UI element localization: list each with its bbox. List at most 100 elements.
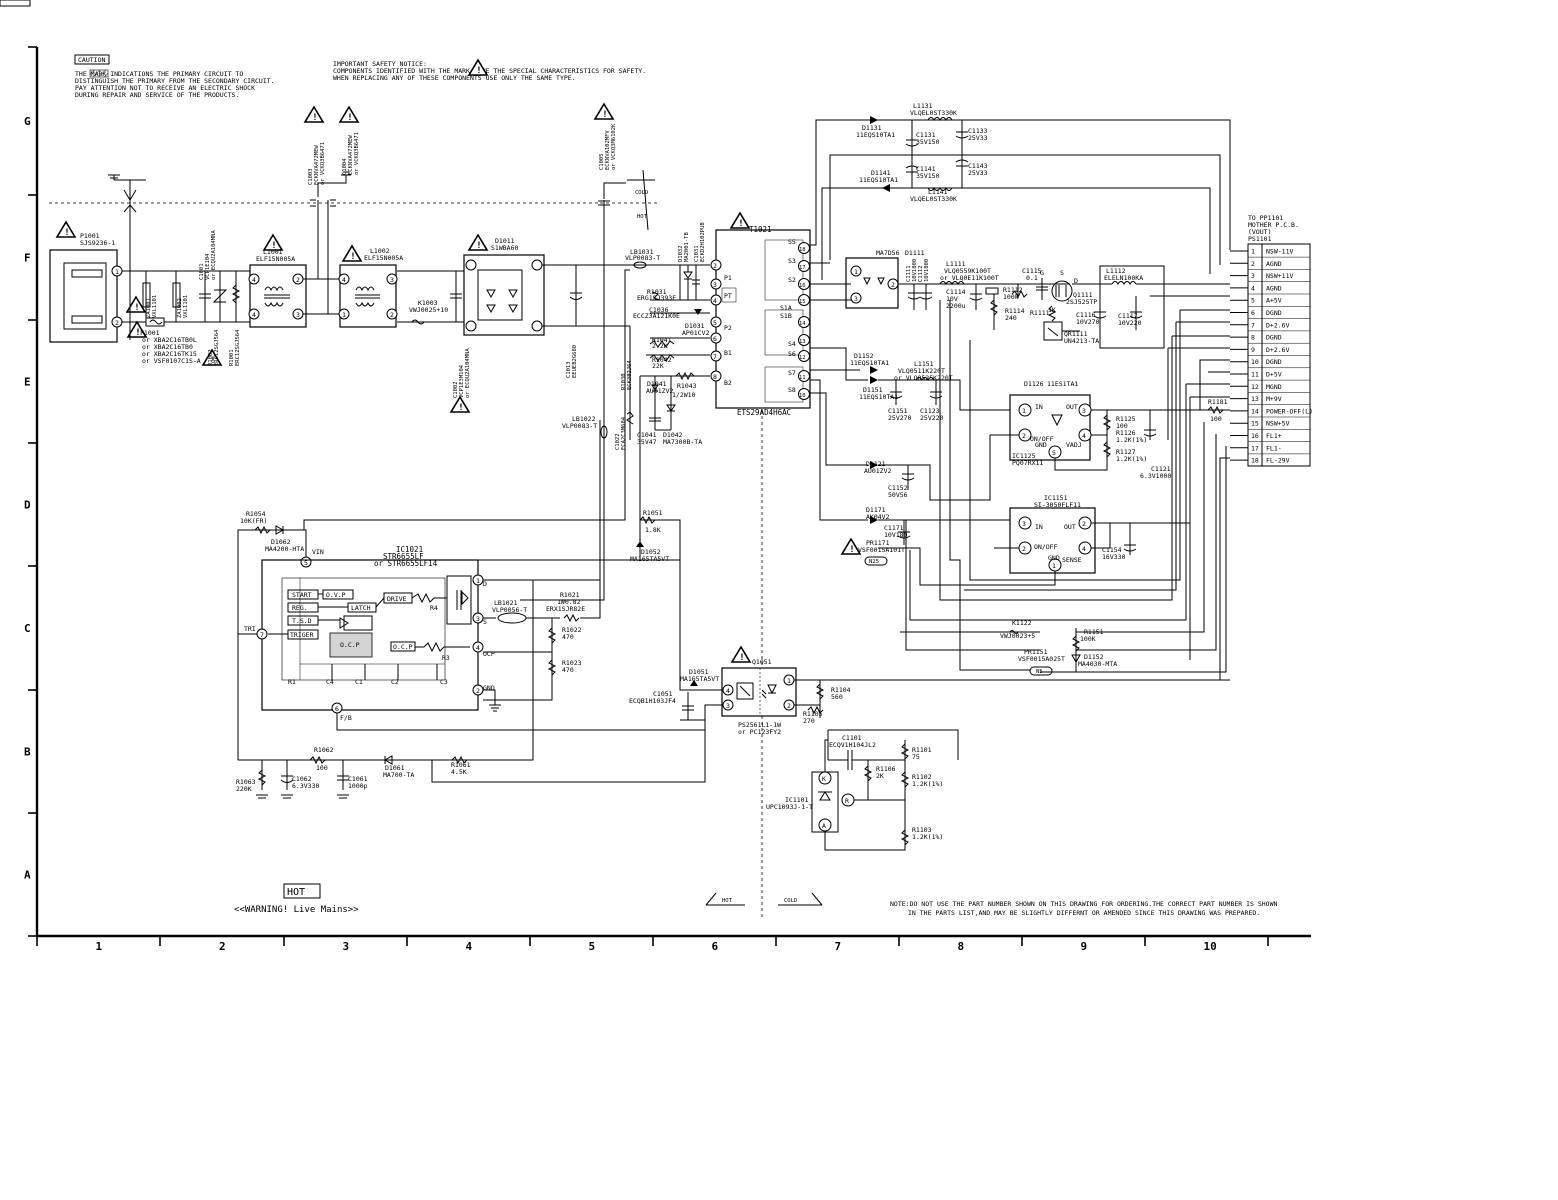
svg-text:MA4030-MTA: MA4030-MTA: [1078, 660, 1117, 668]
svg-text:S7: S7: [788, 369, 796, 377]
svg-text:L1151: L1151: [914, 360, 934, 368]
t1021-type: ETS29AD4H6AC: [737, 408, 791, 417]
svg-text:1: 1: [476, 577, 480, 585]
svg-text:1: 1: [115, 268, 119, 276]
warning-text: <<WARNING! Live Mains>>: [234, 905, 359, 915]
svg-text:PS2561L1-1W: PS2561L1-1W: [738, 721, 781, 729]
warning-box-text: HOT: [287, 887, 305, 898]
svg-text:R1023: R1023: [562, 659, 582, 667]
svg-text:25V33: 25V33: [968, 134, 988, 142]
svg-text:G: G: [1040, 269, 1044, 277]
svg-text:IC1151: IC1151: [1044, 494, 1068, 502]
connector-pin-number: 2: [1251, 260, 1255, 268]
svg-text:C1031: C1031: [694, 245, 700, 262]
svg-text:25V220: 25V220: [920, 414, 944, 422]
svg-text:VCP1E104: VCP1E104: [205, 253, 211, 280]
svg-text:1.2K(1%): 1.2K(1%): [1116, 455, 1147, 463]
svg-text:11EQS10TA1: 11EQS10TA1: [859, 176, 898, 184]
row-label: C: [24, 622, 31, 635]
svg-text:Q1051: Q1051: [752, 658, 772, 666]
svg-text:6.3V330: 6.3V330: [292, 782, 319, 790]
svg-text:MA7D56: MA7D56: [876, 249, 900, 257]
svg-text:S: S: [1060, 269, 1064, 277]
svg-text:R1114: R1114: [1005, 307, 1025, 315]
column-ticks: [36, 936, 1269, 946]
transformer-pin: [710, 278, 722, 290]
svg-text:C1117: C1117: [1118, 312, 1138, 320]
p1001-type: SJS9236-1: [80, 239, 115, 247]
svg-text:S3: S3: [788, 257, 796, 265]
svg-text:R1105: R1105: [803, 710, 823, 718]
svg-text:ECKD2H102PUB: ECKD2H102PUB: [700, 222, 706, 262]
svg-text:10V270: 10V270: [1076, 318, 1100, 326]
svg-text:R1042: R1042: [652, 356, 672, 364]
svg-text:ECKNVA102MFV: ECKNVA102MFV: [605, 130, 611, 170]
row-label: F: [24, 252, 31, 265]
transformer-pin: [798, 334, 810, 346]
svg-text:L1112: L1112: [1106, 267, 1126, 275]
svg-text:C1111: C1111: [906, 265, 912, 282]
svg-text:R1104: R1104: [831, 686, 851, 694]
transformer-pin-number: 15: [799, 299, 806, 305]
svg-text:C1003: C1003: [308, 168, 314, 185]
connector-pin-name: AGND: [1266, 284, 1282, 292]
svg-text:VADJ: VADJ: [1066, 441, 1082, 449]
svg-text:C4: C4: [326, 678, 334, 686]
connector-pin-number: 7: [1251, 321, 1255, 329]
svg-text:S8: S8: [788, 386, 796, 394]
svg-text:ELF15N005A: ELF15N005A: [256, 255, 295, 263]
svg-text:R1001: R1001: [229, 349, 235, 366]
svg-text:R1061: R1061: [451, 761, 471, 769]
connector-pin-number: 16: [1251, 432, 1259, 440]
row-label: E: [24, 376, 31, 389]
note-line-2: IN THE PARTS LIST,AND MAY BE SLIGHTLY DI…: [908, 909, 1260, 917]
caution-heading: CAUTION: [78, 56, 105, 64]
svg-text:TRIGER: TRIGER: [290, 631, 314, 639]
svg-text:C1114: C1114: [946, 288, 966, 296]
svg-text:R1054: R1054: [246, 510, 266, 518]
svg-text:TO PP1101: TO PP1101: [1248, 214, 1283, 222]
svg-text:L1111: L1111: [946, 260, 966, 268]
svg-text:100: 100: [1116, 422, 1128, 430]
svg-text:6.3V1000: 6.3V1000: [1140, 472, 1171, 480]
transformer-pin-number: 5: [713, 319, 717, 327]
svg-text:or VCKQ3M6102K: or VCKQ3M6102K: [611, 123, 617, 170]
column-label: 2: [219, 940, 226, 953]
connector-pin-number: 9: [1251, 346, 1255, 354]
svg-text:2: 2: [1022, 545, 1026, 553]
row-label: D: [24, 499, 31, 512]
svg-text:R: R: [845, 797, 849, 805]
connector-pin-number: 8: [1251, 334, 1255, 342]
connector-pin-name: NSW+5V: [1266, 420, 1290, 428]
transformer-pin-number: 13: [799, 339, 806, 345]
connector-pin-number: 15: [1251, 420, 1259, 428]
svg-text:L1001: L1001: [263, 248, 283, 256]
svg-text:D1032: D1032: [678, 245, 684, 262]
svg-text:C1051: C1051: [653, 690, 673, 698]
svg-text:2: 2: [390, 311, 394, 319]
svg-text:25V33: 25V33: [968, 169, 988, 177]
svg-text:MA7300B-TA: MA7300B-TA: [663, 438, 702, 446]
svg-text:1: 1: [787, 677, 791, 685]
svg-text:D1042: D1042: [663, 431, 683, 439]
svg-text:ERX1SJR82E: ERX1SJR82E: [546, 605, 585, 613]
svg-text:1/2W10: 1/2W10: [672, 391, 696, 399]
svg-text:10K(FR): 10K(FR): [240, 517, 267, 525]
svg-text:UPC1093J-1-T: UPC1093J-1-T: [766, 803, 813, 811]
svg-text:1: 1: [1052, 562, 1056, 570]
svg-text:R1181: R1181: [1208, 398, 1228, 406]
svg-text:R1062: R1062: [314, 746, 334, 754]
svg-text:O.C.P: O.C.P: [340, 641, 360, 649]
primary-wiring: 4 2 4 3 4 3 1 2: [108, 171, 710, 601]
svg-text:C1062: C1062: [292, 775, 312, 783]
svg-text:STR6655LF: STR6655LF: [383, 552, 424, 561]
row-ticks: [28, 46, 37, 937]
connector-pin-name: POWER-OFF(L): [1266, 407, 1313, 415]
svg-text:R1: R1: [288, 678, 296, 686]
svg-text:ON/OFF: ON/OFF: [1034, 543, 1058, 551]
svg-text:A: A: [822, 822, 826, 830]
output-connector: TO PP1101 MOTHER P.C.B. (VOUT) PS1101: [1247, 214, 1311, 467]
svg-text:R1063: R1063: [236, 778, 256, 786]
transformer-t1021: T1021 ETS29AD4H6AC S5 S3 S2 S1A S1B S4 S…: [715, 225, 811, 417]
